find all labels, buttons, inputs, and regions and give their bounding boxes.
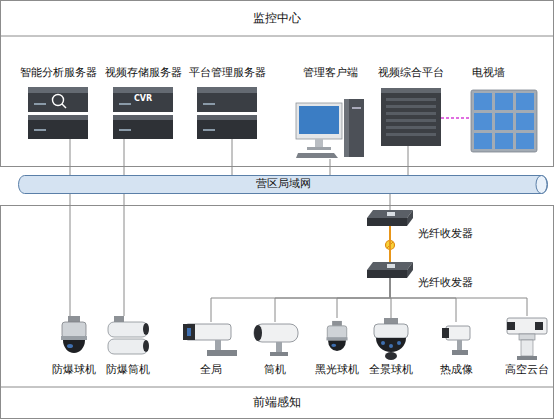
node-label: 监控中心 [1, 10, 553, 26]
camera: 防爆球机 [58, 316, 90, 358]
server-icon [28, 87, 88, 139]
divider-line [1, 36, 553, 37]
client-pc-icon [296, 99, 364, 158]
monitoring-center-band: 监控中心智能分析服务器视频存储服务器CVR平台管理服务器管理客户端视频综合平台电… [0, 0, 554, 167]
node-label: 全景球机 [361, 363, 421, 377]
lan-bus: 营区局域网 [18, 175, 548, 194]
server-icon [113, 87, 173, 139]
node-label: 视频综合平台 [361, 66, 461, 80]
connector-line [211, 278, 390, 322]
ptz-camera-icon [507, 318, 547, 360]
lan-cylinder-end [536, 176, 547, 194]
analysis-server: 智能分析服务器 [28, 87, 88, 139]
magnifier-symbol [53, 95, 64, 106]
dome-camera-icon [61, 316, 87, 353]
dome-camera-icon [326, 321, 347, 351]
storage-server: 视频存储服务器CVR [113, 87, 173, 139]
node-label: 高空云台 [497, 363, 555, 377]
node-label: 光纤收发器 [418, 276, 498, 290]
camera: 筒机 [250, 322, 300, 358]
node-label: 智能分析服务器 [8, 66, 108, 80]
node-label: 全局 [181, 363, 241, 377]
bullet-camera-icon [254, 324, 298, 356]
connector-line [70, 139, 71, 175]
video-platform: 视频综合平台 [381, 88, 441, 146]
camera: 全局 [183, 322, 239, 358]
server-icon [197, 87, 257, 139]
connector-line [408, 146, 409, 175]
icon-text: CVR [113, 93, 173, 105]
node-label: 电视墙 [443, 66, 533, 80]
connector-line [390, 278, 456, 322]
tv-wall-icon [471, 90, 537, 152]
magnifier-symbol [62, 104, 66, 108]
connector-line [275, 278, 390, 322]
node-label: 防爆筒机 [98, 363, 158, 377]
camera: 黑光球机 [324, 318, 350, 358]
camera: 全景球机 [372, 318, 410, 360]
node-label: 筒机 [245, 363, 305, 377]
node-label: 前端感知 [1, 394, 553, 410]
connector-line [390, 194, 391, 210]
fiber-transceiver-icon [367, 210, 413, 226]
connector-line [441, 117, 471, 119]
bullet-camera-icon [108, 316, 149, 354]
node-label: 视频存储服务器 [93, 66, 193, 80]
connector-line [330, 159, 331, 175]
video-platform-icon [381, 88, 441, 146]
camera: 高空云台 [505, 316, 549, 360]
connector-line [124, 194, 125, 316]
connector-line [232, 139, 233, 175]
fiber-transceiver: 光纤收发器 [367, 210, 413, 226]
node-label: 热成像 [426, 363, 486, 377]
camera: 防爆筒机 [106, 316, 150, 358]
lan-cylinder-body [19, 176, 548, 194]
connector-line [70, 194, 71, 316]
node-label: 营区局域网 [18, 177, 548, 191]
node-label: 黑光球机 [307, 363, 367, 377]
bullet-camera-icon [183, 324, 237, 356]
thermal-camera-icon [442, 326, 470, 355]
camera: 热成像 [440, 322, 472, 358]
node-label: 平台管理服务器 [177, 66, 277, 80]
connector-line [390, 278, 527, 316]
panorama-camera-icon [374, 318, 408, 360]
node-label: 管理客户端 [280, 66, 380, 80]
front-end-band: 前端感知光纤收发器光纤收发器防爆球机防爆筒机全局筒机黑光球机全景球机热成像高空云… [0, 205, 554, 419]
fiber-transceiver: 光纤收发器 [367, 262, 413, 278]
connector-line [124, 139, 125, 175]
divider-line [1, 387, 553, 388]
node-label: 防爆球机 [44, 363, 104, 377]
tv-wall: 电视墙 [471, 90, 537, 152]
connector-line [389, 226, 391, 262]
node-label: 光纤收发器 [418, 227, 498, 241]
fiber-transceiver-icon [367, 262, 413, 278]
management-server: 平台管理服务器 [197, 87, 257, 139]
client-pc: 管理客户端 [296, 97, 364, 159]
connector-line [337, 278, 390, 318]
